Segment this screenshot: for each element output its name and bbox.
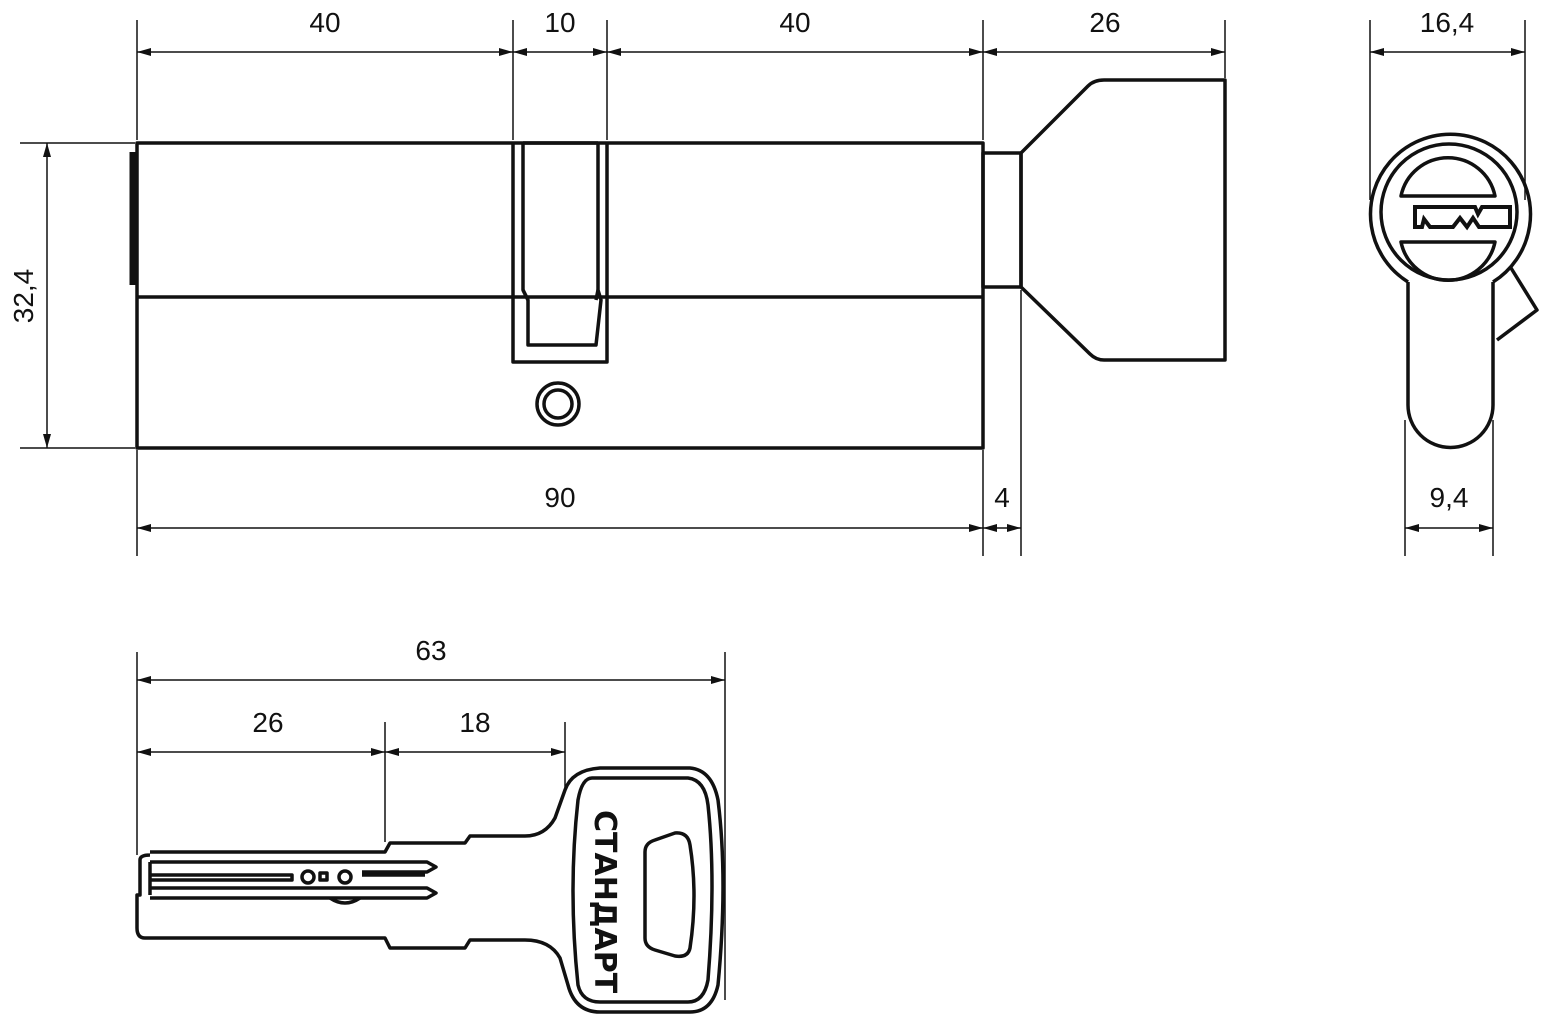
cam-lever — [1495, 267, 1539, 342]
key-outline — [135, 766, 725, 1014]
dim-key-total-length: 63 — [415, 635, 446, 666]
dim-key-side-length: 40 — [309, 7, 340, 38]
dim-key-shoulder-length: 18 — [459, 707, 490, 738]
key-dimensions: 63 26 18 — [136, 635, 726, 1000]
key-grip-hole — [643, 831, 696, 959]
dim-profile-width: 16,4 — [1420, 7, 1475, 38]
dim-height: 32,4 — [8, 269, 39, 324]
dim-cam-width: 10 — [544, 7, 575, 38]
key-brand-label: СТАНДАРТ — [587, 810, 622, 994]
dim-knob-length: 26 — [1089, 7, 1120, 38]
cam-slot — [511, 143, 609, 364]
dim-body-length: 90 — [544, 482, 575, 513]
dim-stem-width: 9,4 — [1430, 482, 1469, 513]
dim-key-blade-length: 26 — [252, 707, 283, 738]
screw-hole — [535, 381, 581, 427]
thumb-turn-knob — [1019, 78, 1227, 362]
top-dimensions: 40 10 40 26 — [136, 7, 1226, 140]
turn-shaft — [981, 151, 1023, 289]
height-dimension: 32,4 — [8, 142, 135, 449]
dim-shaft-length: 4 — [994, 482, 1010, 513]
key: СТАНДАРТ — [135, 766, 725, 1014]
bottom-dimensions: 90 4 — [136, 290, 1022, 556]
dim-turn-side-length: 40 — [779, 7, 810, 38]
profile-stem — [1406, 282, 1495, 450]
cylinder-profile-view: 16,4 9,4 — [1368, 7, 1539, 556]
cylinder-side-view — [129, 78, 1227, 450]
keyway — [1413, 205, 1512, 231]
